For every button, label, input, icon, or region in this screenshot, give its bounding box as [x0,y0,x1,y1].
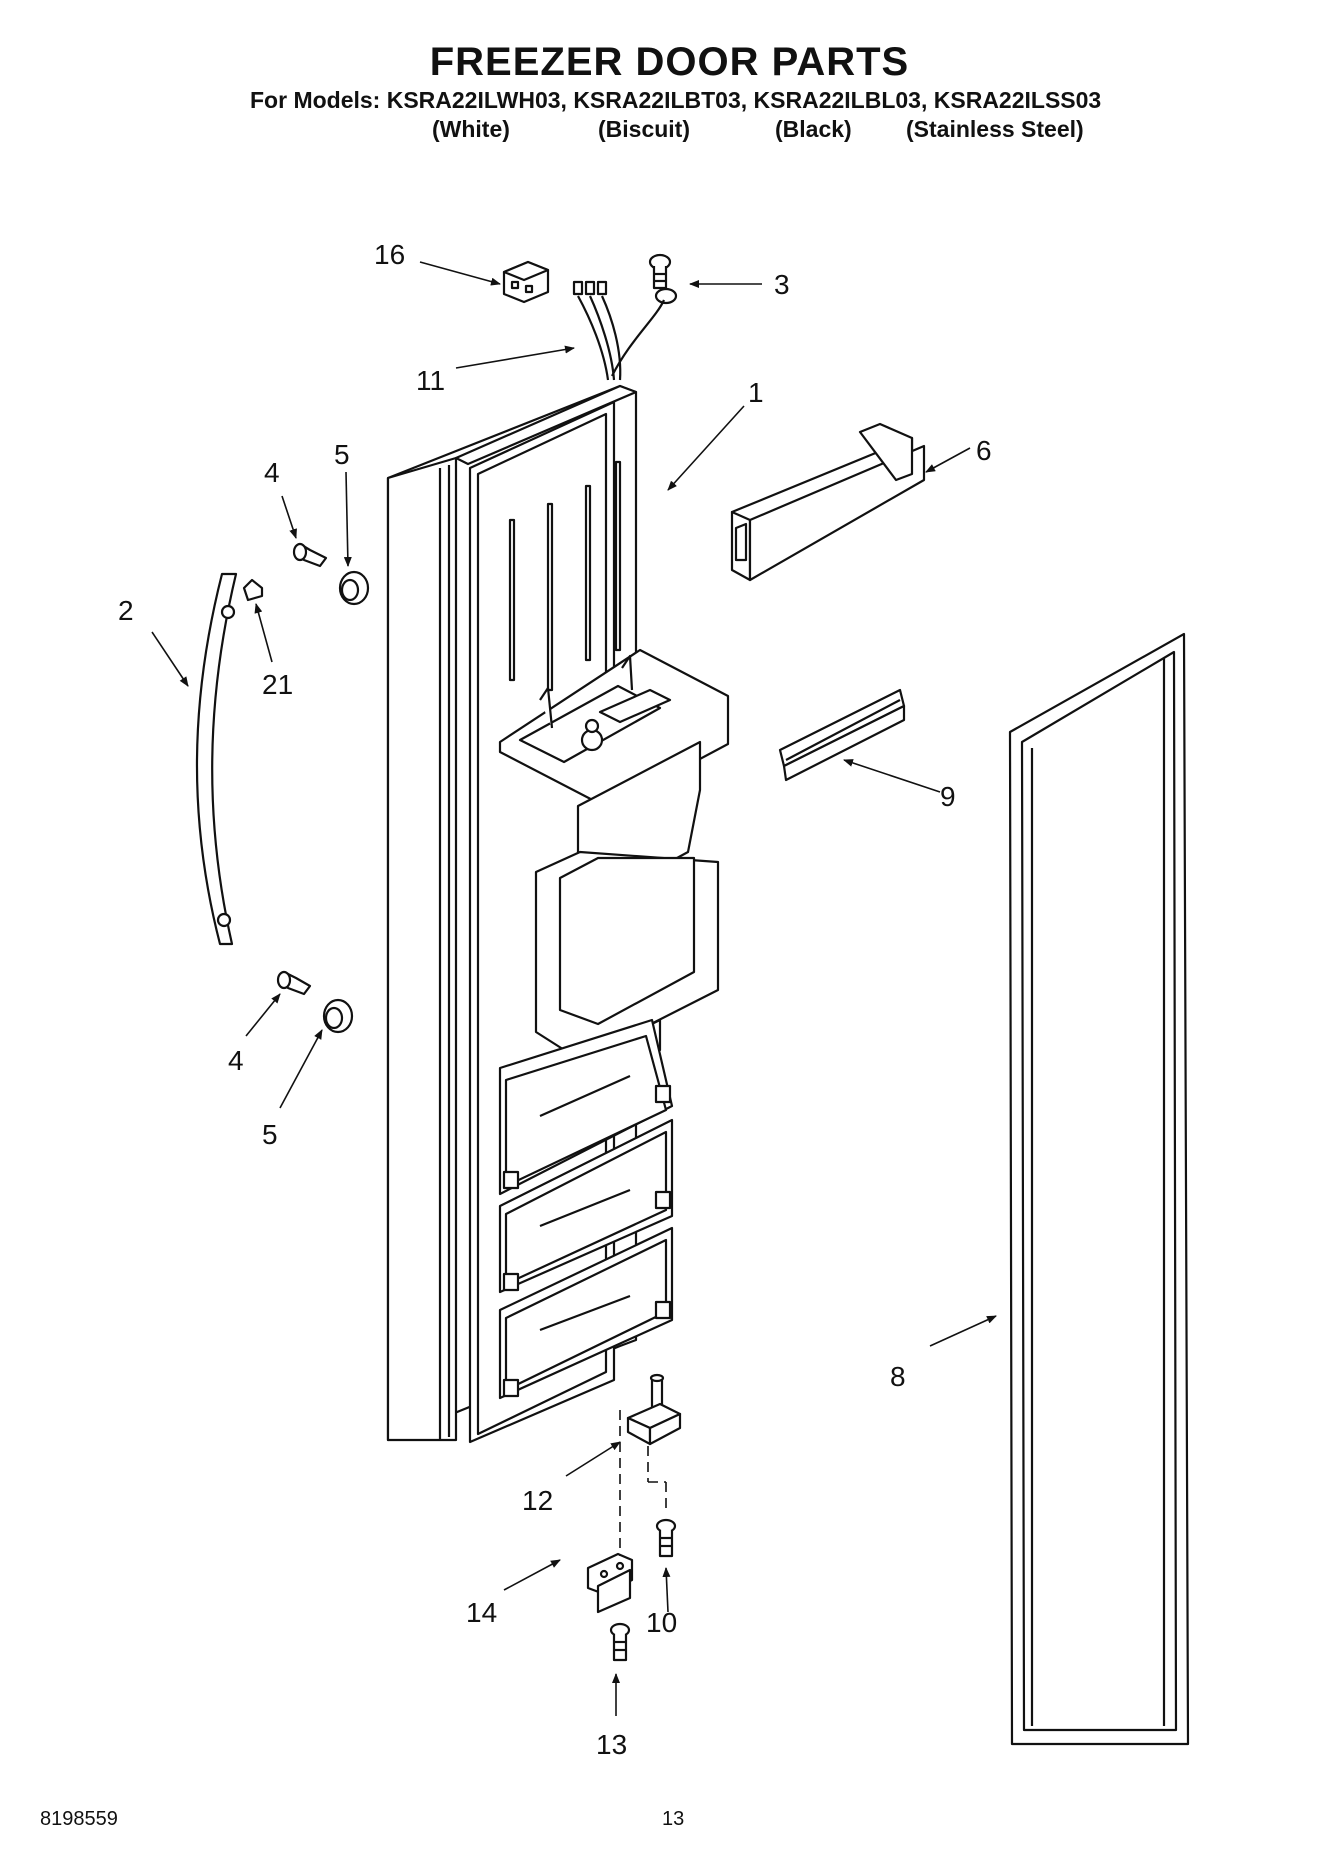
wire-harness-part [572,280,678,381]
callout-6: 6 [976,435,992,466]
door-liner-part [386,384,730,1444]
upper-handle-fasteners [242,542,370,606]
door-shelf-part [730,422,926,582]
callout-10: 10 [646,1607,677,1638]
variant-white: (White) [432,116,510,142]
lower-handle-fasteners [276,970,354,1034]
callout-1: 1 [748,377,764,408]
door-handle-part [195,572,238,946]
callout-11: 11 [416,365,445,396]
callout-3: 3 [774,269,790,300]
variant-biscuit: (Biscuit) [598,116,690,142]
trim-strip-part [778,688,906,782]
callout-16: 16 [374,239,405,270]
screw-part-13 [609,1622,631,1662]
callout-21: 21 [262,669,293,700]
callout-4-upper: 4 [264,457,280,488]
hinge-bracket-part [586,1552,634,1614]
screw-part-10 [655,1518,677,1558]
callout-9: 9 [940,781,956,812]
callout-8: 8 [890,1361,906,1392]
callout-4-lower: 4 [228,1045,244,1076]
variant-black: (Black) [775,116,852,142]
callout-13: 13 [596,1729,627,1760]
callout-12: 12 [522,1485,553,1516]
page-number: 13 [662,1808,685,1830]
hinge-pin-part [626,1373,682,1446]
models-line: For Models: KSRA22ILWH03, KSRA22ILBT03, … [250,87,1102,113]
document-number: 8198559 [40,1808,118,1830]
page-title: FREEZER DOOR PARTS [429,40,910,84]
callout-5-upper: 5 [334,439,350,470]
variant-stainless-steel: (Stainless Steel) [906,116,1084,142]
callout-14: 14 [466,1597,497,1628]
callout-5-lower: 5 [262,1119,278,1150]
callout-2: 2 [118,595,134,626]
screw-part-3 [648,253,672,290]
door-gasket-part [1008,632,1190,1746]
connector-part [502,260,550,304]
